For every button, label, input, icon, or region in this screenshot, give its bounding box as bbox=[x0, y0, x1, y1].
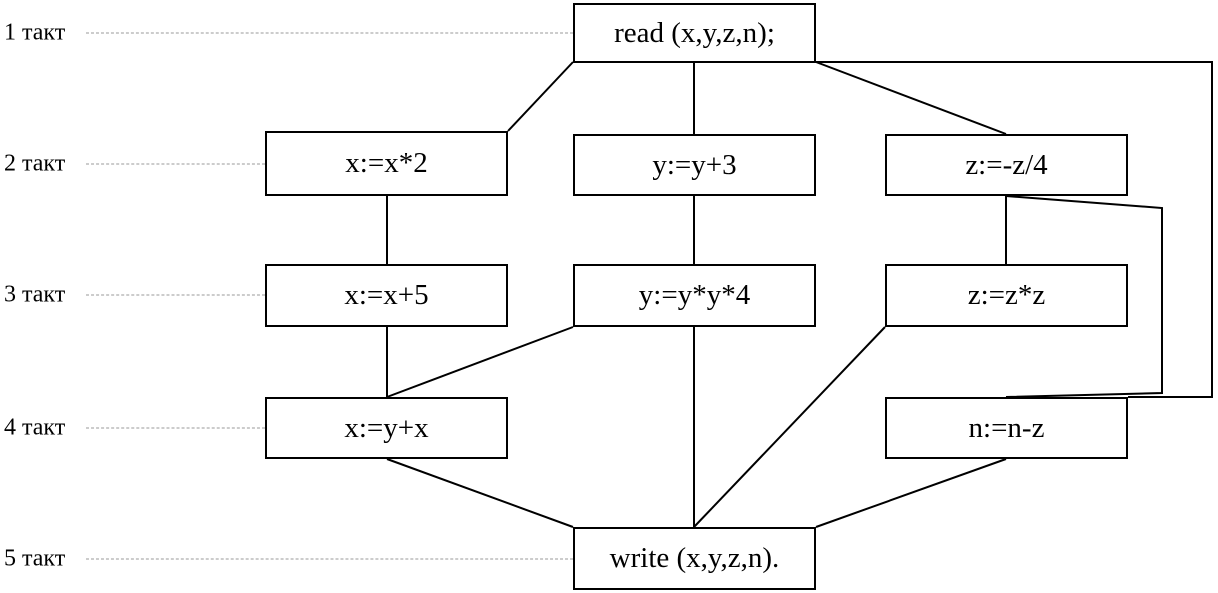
edge-read-to-z-neg4 bbox=[815, 61, 1007, 135]
stage-guide-line-3 bbox=[86, 294, 265, 296]
stage-guide-line-5 bbox=[86, 558, 573, 560]
node-y-add3[interactable]: y:=y+3 bbox=[573, 134, 816, 196]
edge-z-neg4-to-n-subz bbox=[1005, 195, 1163, 398]
node-read[interactable]: read (x,y,z,n); bbox=[573, 3, 816, 63]
node-x-mul2[interactable]: x:=x*2 bbox=[265, 131, 508, 196]
edge-z-sq-to-write bbox=[693, 326, 886, 528]
node-n-subz[interactable]: n:=n-z bbox=[885, 397, 1128, 459]
node-x-addy[interactable]: x:=y+x bbox=[265, 397, 508, 459]
edge-read-to-n-subz bbox=[816, 61, 1213, 398]
stage-label-3: 3 такт bbox=[4, 281, 66, 308]
node-z-neg4[interactable]: z:=-z/4 bbox=[885, 134, 1128, 196]
stage-label-1: 1 такт bbox=[4, 19, 66, 46]
edge-n-subz-to-write bbox=[815, 458, 1007, 528]
edge-read-to-x-mul2 bbox=[507, 61, 574, 132]
edge-x-addy-to-write bbox=[386, 458, 574, 528]
stage-label-5: 5 такт bbox=[4, 545, 66, 572]
stage-guide-line-2 bbox=[86, 163, 265, 165]
edge-y-sq4-to-x-addy bbox=[386, 326, 574, 398]
stage-label-2: 2 такт bbox=[4, 150, 66, 177]
edges-group bbox=[386, 61, 1213, 528]
node-write[interactable]: write (x,y,z,n). bbox=[573, 527, 816, 590]
node-x-add5[interactable]: x:=x+5 bbox=[265, 264, 508, 327]
stage-guide-line-4 bbox=[86, 427, 265, 429]
stage-label-4: 4 такт bbox=[4, 414, 66, 441]
stage-guide-line-1 bbox=[86, 32, 573, 34]
node-y-sq4[interactable]: y:=y*y*4 bbox=[573, 264, 816, 327]
node-z-sq[interactable]: z:=z*z bbox=[885, 264, 1128, 327]
